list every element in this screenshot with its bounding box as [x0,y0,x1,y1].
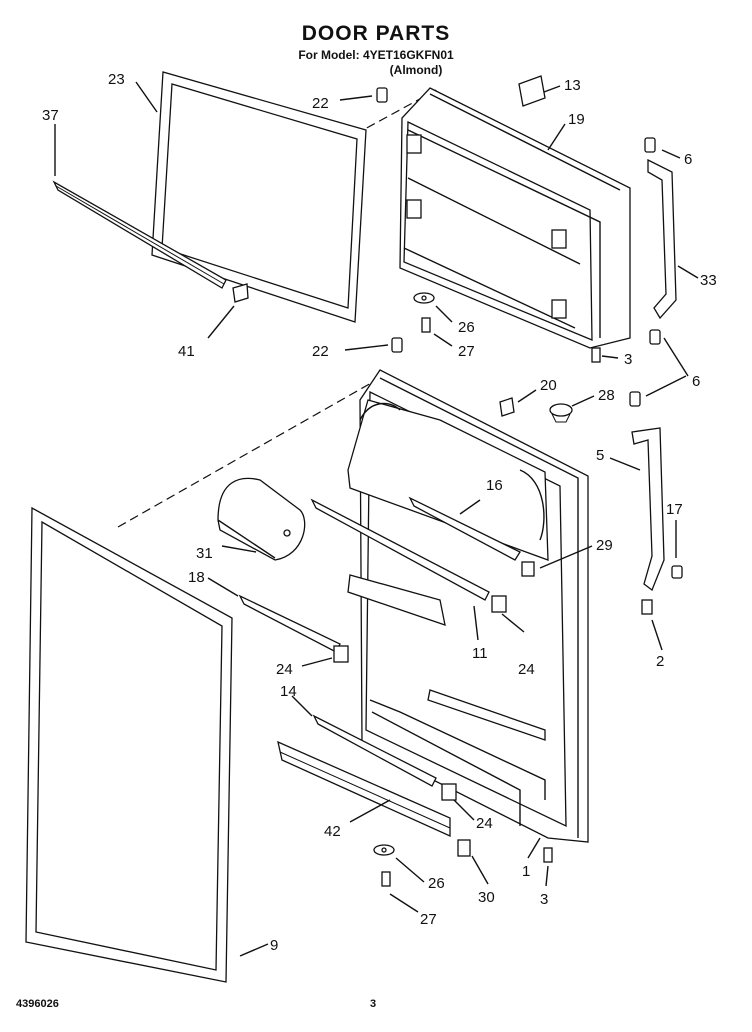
callout-3: 3 [540,891,548,908]
dairy-compartment-door [217,477,306,561]
callout-13: 13 [564,77,581,94]
callout-24: 24 [476,815,493,832]
callout-24: 24 [518,661,535,678]
model-line: For Model: 4YET16GKFN01 [298,48,454,62]
callout-labels: 23 37 22 13 19 6 33 41 26 27 22 3 6 20 2… [42,71,717,954]
callout-24: 24 [276,661,293,678]
liner-screw-lower [543,847,553,863]
upper-hinge [647,158,677,320]
callout-9: 9 [270,937,278,954]
center-hinge [631,427,665,592]
callout-22: 22 [312,95,329,112]
callout-31: 31 [196,545,213,562]
clip-29 [521,561,535,577]
callout-29: 29 [596,537,613,554]
center-hinge-screw [629,391,641,407]
callout-41: 41 [178,343,195,360]
callout-26: 26 [458,319,475,336]
callout-37: 37 [42,107,59,124]
hinge-shim [641,599,653,615]
plug-button-upper [376,87,388,103]
callout-18: 18 [188,569,205,586]
retainer-clip-right [491,595,507,613]
freezer-shelf-rail [52,180,227,289]
callout-27: 27 [458,343,475,360]
alignment-line-fresh-food [117,377,381,528]
callout-33: 33 [700,272,717,289]
callout-30: 30 [478,889,495,906]
door-foot [457,839,471,857]
retainer-clip-freezer [232,283,249,303]
liner-screw-upper [591,347,601,363]
color-variant: (Almond) [389,63,443,77]
shelf-retainer-bar [310,498,490,601]
callout-2: 2 [656,653,664,670]
hinge-bushing-upper [413,292,435,304]
callout-14: 14 [280,683,297,700]
door-stop [499,397,515,417]
retainer-clip-left [333,645,349,663]
nameplate-label [518,75,546,107]
fresh-food-door-liner [347,369,589,843]
fresh-food-door-gasket [25,506,233,983]
freezer-door-liner [399,87,631,349]
upper-hinge-screw-bottom [649,329,661,345]
callout-22: 22 [312,343,329,360]
hinge-cap [549,403,573,423]
screw-upper [421,317,431,333]
upper-shelf-rail [408,496,521,561]
callout-26: 26 [428,875,445,892]
callout-1: 1 [522,863,530,880]
leader-lines [54,81,699,957]
upper-hinge-screw-top [644,137,656,153]
shelf-rail-18 [238,594,341,653]
freezer-door-gasket [151,71,367,323]
document-number: 4396026 [16,998,59,1010]
plug-button-lower [391,337,403,353]
callout-11: 11 [472,645,488,662]
hinge-screw-17 [671,565,683,579]
page-number: 3 [370,998,377,1010]
callout-42: 42 [324,823,341,840]
callout-6: 6 [684,151,692,168]
callout-19: 19 [568,111,585,128]
screw-lower [381,871,391,887]
callout-27: 27 [420,911,437,928]
callout-3: 3 [624,351,632,368]
callout-23: 23 [108,71,125,88]
hinge-bushing-lower [373,844,395,856]
callout-28: 28 [598,387,615,404]
callout-16: 16 [486,477,503,494]
callout-20: 20 [540,377,557,394]
lower-shelf-trim [277,740,451,838]
shelf-rail-14 [312,714,437,787]
callout-5: 5 [596,447,604,464]
callout-6: 6 [692,373,700,390]
page-title: DOOR PARTS [301,22,451,45]
retainer-clip-bottom [441,783,457,801]
callout-17: 17 [666,501,683,518]
